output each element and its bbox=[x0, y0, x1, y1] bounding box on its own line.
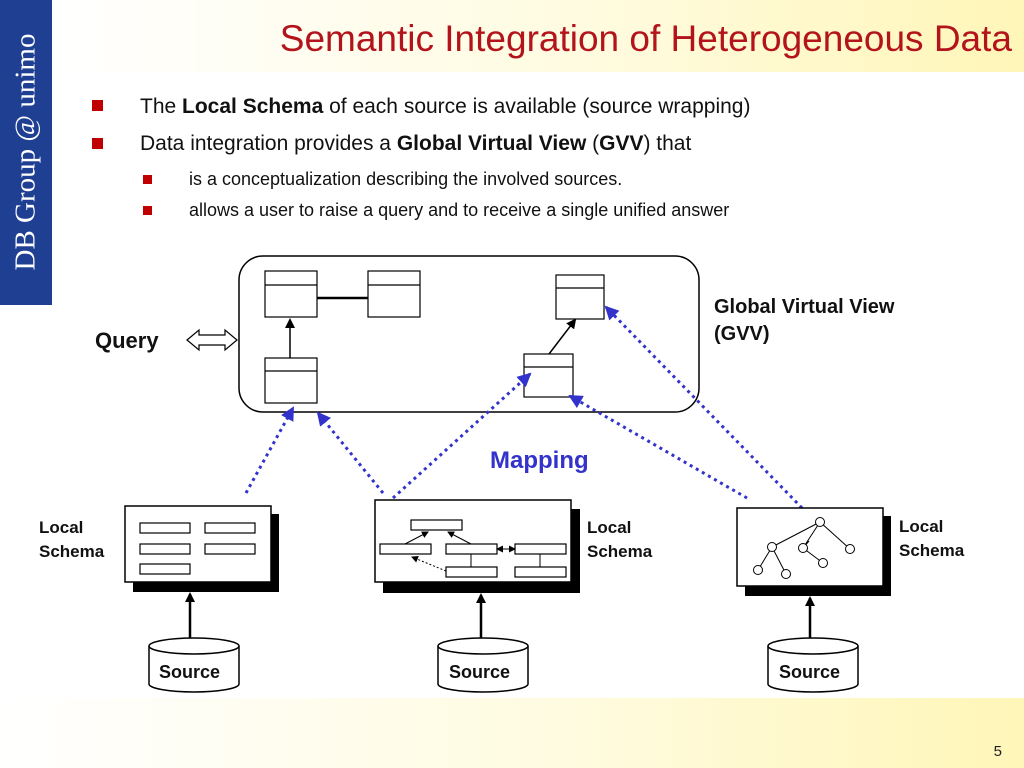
gvv-class-box bbox=[264, 357, 318, 404]
source-cylinder-2 bbox=[437, 637, 529, 693]
local-schema-label-3a: Local bbox=[899, 517, 944, 536]
gvv-class-box bbox=[367, 270, 421, 318]
source-cylinder-1 bbox=[148, 637, 240, 693]
mapping-arrow bbox=[604, 305, 804, 510]
title-band: Semantic Integration of Heterogeneous Da… bbox=[52, 0, 1024, 72]
footer-band: 5 bbox=[0, 698, 1024, 768]
query-label: Query bbox=[95, 328, 159, 353]
source-label-1: Source bbox=[159, 662, 221, 682]
bullet-text: The bbox=[140, 95, 183, 118]
mapping-arrow bbox=[568, 394, 748, 500]
bullet-text: ( bbox=[586, 132, 600, 155]
sub-bullet-conceptualization: is a conceptualization describing the in… bbox=[189, 169, 623, 189]
sub-bullet-square-icon bbox=[143, 206, 152, 215]
relational-table-icons bbox=[139, 522, 256, 575]
local-schema-label-1b: Schema bbox=[39, 542, 105, 561]
bullet-bold-text: Global Virtual View bbox=[396, 132, 587, 155]
gvv-label-line1: Global Virtual View bbox=[714, 296, 895, 318]
gvv-class-box bbox=[523, 353, 574, 398]
slide-title: Semantic Integration of Heterogeneous Da… bbox=[279, 18, 1012, 59]
bullet-gvv: Data integration provides a Global Virtu… bbox=[140, 132, 691, 156]
source-label-2: Source bbox=[449, 662, 511, 682]
sub-bullet-square-icon bbox=[143, 175, 152, 184]
local-schema-label-2b: Schema bbox=[587, 542, 653, 561]
query-double-arrow bbox=[186, 328, 238, 352]
sidebar-band: DB Group @ unimo bbox=[0, 0, 52, 305]
sub-bullet-query: allows a user to raise a query and to re… bbox=[189, 200, 730, 220]
mapping-label: Mapping bbox=[490, 447, 589, 474]
source-cylinder-3 bbox=[767, 637, 859, 693]
gvv-class-box bbox=[264, 270, 318, 318]
bullet-square-icon bbox=[92, 100, 103, 111]
local-schema-label-1a: Local bbox=[39, 518, 84, 537]
bullet-square-icon bbox=[92, 138, 103, 149]
gvv-class-box bbox=[555, 274, 605, 320]
bullet-bold-text: GVV bbox=[599, 132, 644, 155]
tree-model-icons bbox=[753, 517, 855, 579]
mapping-arrow bbox=[244, 406, 295, 494]
bullet-bold-text: Local Schema bbox=[182, 95, 324, 118]
gvv-label-line2: (GVV) bbox=[714, 323, 770, 345]
gvv-inheritance-arrow bbox=[548, 318, 577, 355]
bullet-local-schema: The Local Schema of each source is avail… bbox=[140, 95, 750, 119]
local-schema-label-3b: Schema bbox=[899, 541, 965, 560]
page-number: 5 bbox=[993, 743, 1002, 760]
mapping-arrow bbox=[316, 411, 385, 494]
local-schema-label-2a: Local bbox=[587, 518, 632, 537]
mapping-arrow bbox=[391, 372, 532, 500]
bullet-text: Data integration provides a bbox=[140, 132, 397, 155]
source-label-3: Source bbox=[779, 662, 841, 682]
bullet-text: ) that bbox=[643, 132, 692, 155]
bullet-text: of each source is available (source wrap… bbox=[323, 95, 751, 118]
